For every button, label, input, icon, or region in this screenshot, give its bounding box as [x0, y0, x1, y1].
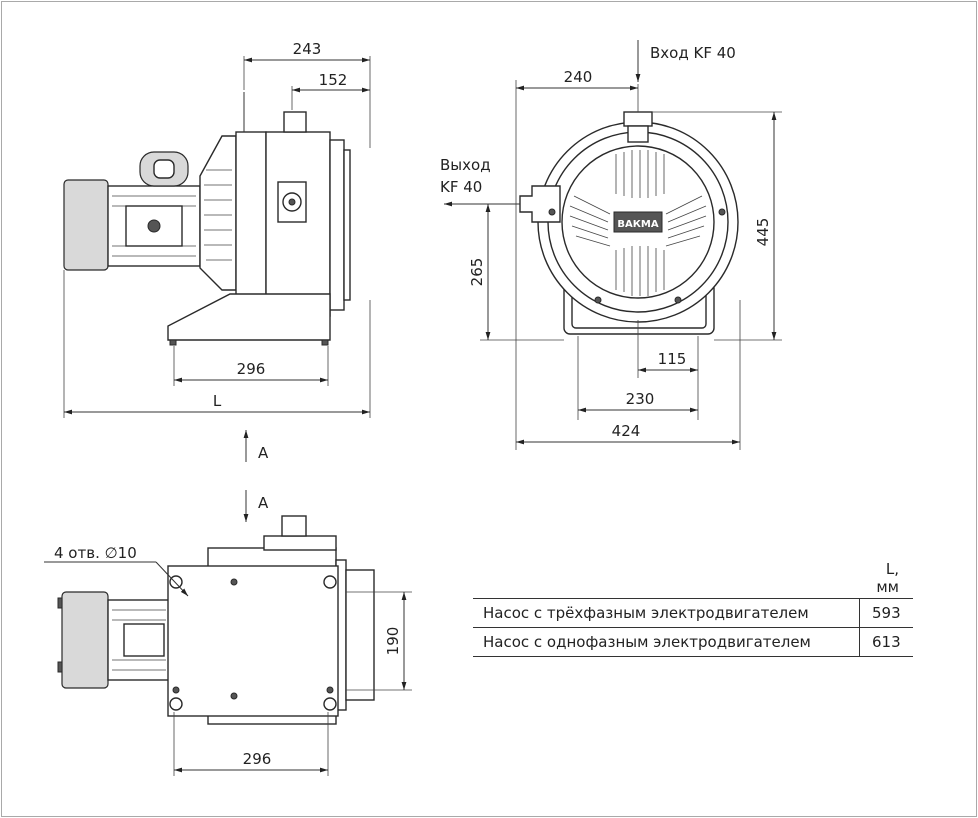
pump-body [265, 131, 331, 317]
dim-445: 445 [754, 218, 772, 247]
dim-190: 190 [384, 627, 402, 656]
front-view: ВАКМА [519, 111, 739, 335]
row-value: 593 [859, 598, 913, 628]
top-inlet-port [281, 515, 307, 537]
coupling-housing [199, 135, 237, 291]
view-a-label-top: A [258, 444, 269, 462]
top-pump-cover [345, 569, 375, 701]
inlet-stub [623, 111, 653, 127]
outlet-label-line2: KF 40 [440, 178, 482, 196]
dim-296-top: 296 [243, 750, 272, 768]
top-view-dimensions: 4 отв. ∅10 190 296 [44, 544, 412, 776]
dim-424: 424 [612, 422, 641, 440]
top-view: A [57, 490, 375, 725]
top-base-plate [167, 565, 339, 717]
side-view [63, 92, 351, 346]
dim-240: 240 [564, 68, 593, 86]
inlet-label: Вход KF 40 [650, 44, 736, 62]
view-a-label-bottom: A [258, 494, 269, 512]
pump-base [167, 293, 331, 341]
outlet-stub [519, 185, 561, 223]
table-row: Насос с трёхфазным электродвигателем 593 [473, 598, 913, 628]
mount-hole-1 [169, 575, 183, 589]
pump-flange [235, 131, 267, 299]
length-table-header: L, мм [473, 560, 913, 599]
logo-text: ВАКМА [617, 219, 658, 230]
side-view-dimensions: 243 152 296 L A [63, 40, 371, 462]
holes-leader [155, 561, 189, 597]
top-motor-fan-cover [61, 591, 109, 689]
dim-L: L [213, 392, 222, 410]
row-name: Насос с трёхфазным электродвигателем [473, 598, 860, 628]
row-value: 613 [859, 627, 913, 657]
motor-fan-cover [63, 179, 109, 271]
mount-hole-2 [323, 575, 337, 589]
dim-152: 152 [319, 71, 348, 89]
dim-230: 230 [626, 390, 655, 408]
pump-cover [329, 139, 345, 311]
dim-243: 243 [293, 40, 322, 58]
length-table: L, мм Насос с трёхфазным электродвигател… [473, 560, 913, 657]
inlet-port-side [283, 111, 307, 133]
row-name: Насос с однофазным электродвигателем [473, 627, 860, 657]
mount-hole-3 [169, 697, 183, 711]
holes-label: 4 отв. ∅10 [54, 544, 137, 562]
outlet-label-line1: Выход [440, 156, 491, 174]
dim-265: 265 [468, 258, 486, 287]
length-column-header: L, мм [876, 560, 899, 596]
dim-115: 115 [658, 350, 687, 368]
mount-hole-4 [323, 697, 337, 711]
front-view-dimensions: Вход KF 40 240 445 Выход KF 40 265 115 2… [440, 40, 782, 450]
table-row: Насос с однофазным электродвигателем 613 [473, 627, 913, 657]
dim-296-side: 296 [237, 360, 266, 378]
logo-plate [613, 211, 663, 233]
front-grille [569, 150, 707, 296]
